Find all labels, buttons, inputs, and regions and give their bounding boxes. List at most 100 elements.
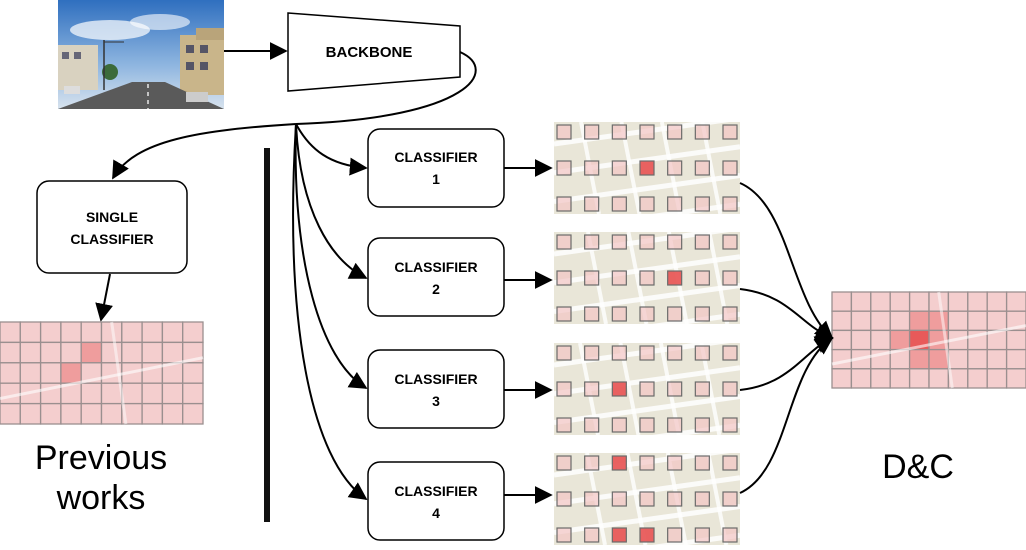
grid-cell bbox=[161, 382, 184, 405]
grid-cell bbox=[161, 321, 184, 344]
grid-cell bbox=[986, 291, 1008, 312]
classifier-node-2: CLASSIFIER 2 bbox=[367, 237, 505, 317]
grid-cell bbox=[556, 381, 572, 397]
grid-cell-active bbox=[611, 455, 627, 471]
grid-cell-active bbox=[639, 160, 655, 176]
grid-cell bbox=[584, 196, 600, 212]
classifier-3-label-line1: CLASSIFIER bbox=[394, 371, 477, 387]
grid-cell bbox=[928, 368, 950, 389]
grid-cell-medium bbox=[80, 341, 103, 364]
classifier-4-output-map bbox=[553, 446, 769, 550]
grid-cell bbox=[639, 270, 655, 286]
street bbox=[831, 324, 1026, 366]
grid-cell bbox=[694, 345, 710, 361]
grid-cell bbox=[39, 321, 62, 344]
grid-cell bbox=[639, 345, 655, 361]
grid-cell bbox=[611, 234, 627, 250]
grid-cell bbox=[694, 455, 710, 471]
grid-cell bbox=[694, 417, 710, 433]
grid-cell bbox=[667, 124, 683, 140]
classifier-1-label-line1: CLASSIFIER bbox=[394, 149, 477, 165]
grid-cell bbox=[121, 321, 143, 344]
merge-arrow-4 bbox=[739, 336, 834, 494]
grid-cell bbox=[986, 310, 1008, 332]
grid-cell bbox=[1005, 291, 1026, 312]
grid-cell bbox=[667, 527, 683, 543]
grid-cell bbox=[722, 345, 738, 361]
grid-cell bbox=[1005, 329, 1026, 351]
grid-cell-medium bbox=[889, 329, 911, 351]
grid-cell bbox=[694, 527, 710, 543]
grid-cell bbox=[667, 306, 683, 322]
grid-cell bbox=[947, 310, 969, 332]
grid-cell bbox=[639, 417, 655, 433]
grid-cell bbox=[584, 417, 600, 433]
grid-cell bbox=[967, 348, 988, 370]
grid-cell bbox=[121, 341, 143, 364]
grid-cell bbox=[722, 527, 738, 543]
street bbox=[740, 121, 763, 215]
grid-cell bbox=[1005, 368, 1026, 389]
grid-cell bbox=[639, 381, 655, 397]
grid-cell bbox=[80, 321, 103, 344]
grid-cell bbox=[100, 382, 123, 405]
grid-cell bbox=[556, 491, 572, 507]
grid-cell bbox=[870, 291, 891, 312]
merge-arrow-2 bbox=[739, 288, 834, 341]
street bbox=[0, 356, 204, 400]
merge-arrow-3 bbox=[739, 336, 834, 391]
single-classifier-node: SINGLE CLASSIFIER bbox=[36, 180, 188, 274]
grid-cell-active bbox=[611, 381, 627, 397]
classifier-2-output-map bbox=[553, 225, 770, 343]
grid-cell bbox=[182, 402, 204, 425]
grid-cell bbox=[850, 368, 872, 389]
grid-cell bbox=[584, 306, 600, 322]
grid-cell bbox=[667, 417, 683, 433]
grid-cell bbox=[967, 368, 988, 389]
input-street-image bbox=[58, 0, 224, 109]
grid-cell-medium bbox=[60, 362, 82, 384]
grid-cell bbox=[39, 362, 62, 384]
grid-cell-medium bbox=[928, 310, 950, 332]
classifier-4-label-line1: CLASSIFIER bbox=[394, 483, 477, 499]
grid-cell bbox=[639, 196, 655, 212]
arrow-to-classifier-2 bbox=[295, 123, 368, 279]
grid-cell bbox=[850, 310, 872, 332]
grid-cell bbox=[19, 321, 42, 344]
grid-cell bbox=[584, 381, 600, 397]
grid-cell bbox=[722, 306, 738, 322]
grid-cell bbox=[667, 196, 683, 212]
grid-cell bbox=[722, 234, 738, 250]
classifier-4-label-line2: 4 bbox=[432, 505, 440, 521]
grid-cell bbox=[694, 234, 710, 250]
grid-cell bbox=[584, 491, 600, 507]
grid-cell bbox=[639, 234, 655, 250]
classifier-1-output-map bbox=[553, 115, 763, 233]
grid-cell bbox=[611, 270, 627, 286]
grid-cell bbox=[584, 345, 600, 361]
grid-cell bbox=[947, 348, 969, 370]
grid-cell bbox=[161, 341, 184, 364]
grid-cell bbox=[0, 341, 21, 364]
grid-cell bbox=[141, 321, 164, 344]
grid-cell bbox=[986, 348, 1008, 370]
grid-cell bbox=[584, 270, 600, 286]
arrow-to-single-classifier bbox=[112, 123, 297, 180]
grid-cell bbox=[908, 291, 930, 312]
grid-cell bbox=[584, 527, 600, 543]
grid-cell bbox=[694, 491, 710, 507]
grid-cell bbox=[19, 362, 42, 384]
single-classifier-label-line1: SINGLE bbox=[86, 209, 138, 225]
street bbox=[746, 452, 769, 546]
dc-caption: D&C bbox=[882, 448, 954, 486]
grid-cell bbox=[556, 234, 572, 250]
grid-cell bbox=[947, 291, 969, 312]
grid-cell bbox=[908, 368, 930, 389]
grid-cell bbox=[556, 196, 572, 212]
grid-cell bbox=[639, 455, 655, 471]
classifier-1-label-line2: 1 bbox=[432, 171, 440, 187]
arrow-to-classifier-3 bbox=[294, 123, 368, 389]
grid-cell bbox=[722, 455, 738, 471]
grid-cell bbox=[694, 160, 710, 176]
grid-cell bbox=[556, 124, 572, 140]
